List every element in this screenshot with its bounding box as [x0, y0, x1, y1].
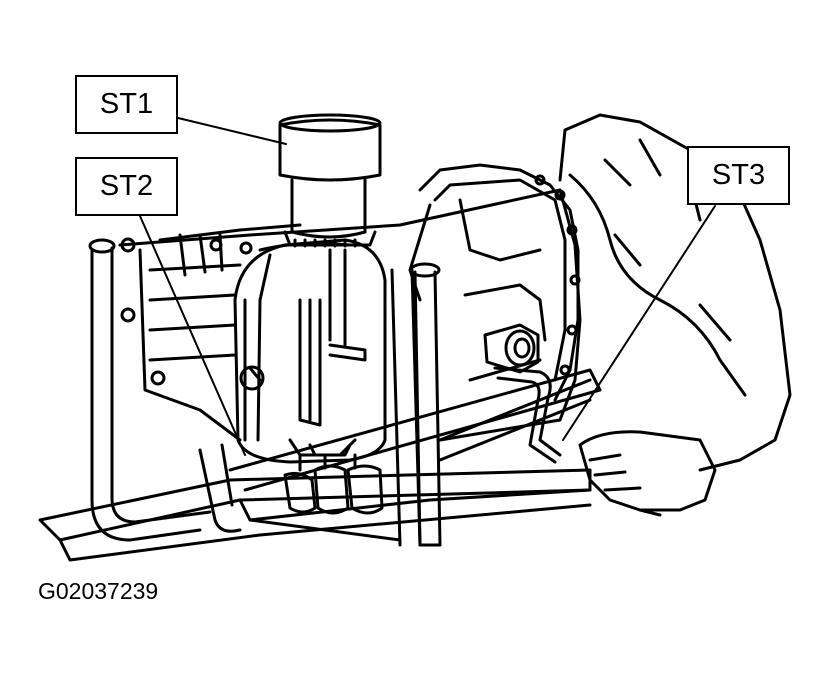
transmission-case [118, 188, 582, 442]
st2-callout-label: ST2 [75, 157, 178, 216]
st2-tool [283, 443, 384, 515]
stand-base-frame [38, 468, 592, 562]
hand-and-arm [558, 113, 792, 517]
extension-housing [233, 238, 387, 464]
st3-callout-label: ST3 [687, 146, 790, 205]
st3-tool [483, 323, 562, 464]
st1-installer-tool [278, 113, 382, 248]
bell-housing [408, 163, 581, 402]
figure-id: G02037239 [38, 578, 159, 604]
stand-left-tube [88, 238, 242, 542]
leader-lines [139, 117, 716, 456]
st1-callout-label: ST1 [75, 75, 178, 134]
